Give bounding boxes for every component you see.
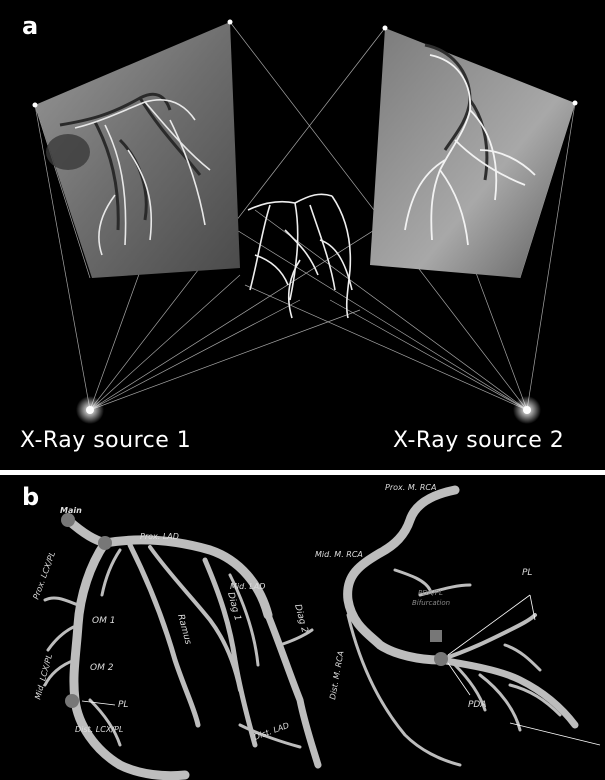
label-pl-right: PL — [522, 568, 532, 578]
label-prox-lcxpl: Prox. LCX/PL — [31, 550, 57, 600]
bifurcation-marker-left — [98, 536, 112, 550]
main-marker — [61, 513, 75, 527]
label-diag2: Diag 2 — [292, 603, 309, 634]
label-prox-mrca: Prox. M. RCA — [385, 483, 436, 492]
label-pdapl: PDA/PL — [418, 589, 443, 597]
xray-source-1 — [76, 396, 104, 424]
left-coronary-tree — [45, 520, 318, 776]
pl-marker-left — [65, 694, 79, 708]
label-mid-lad: Mid. LAD — [230, 582, 265, 591]
panel-b-letter: b — [22, 483, 39, 511]
label-om1: OM 1 — [92, 616, 115, 626]
label-dist-mrca: Dist. M. RCA — [328, 650, 345, 700]
label-bifurcation: Bifurcation — [412, 599, 450, 607]
panel-b-figure: Main Prox. LAD Prox. LCX/PL OM 1 OM 2 Mi… — [0, 475, 605, 780]
xray-source-2 — [513, 396, 541, 424]
xray-source-2-label: X-Ray source 2 — [393, 428, 564, 453]
right-coronary-tree — [348, 490, 575, 765]
label-mid-mrca: Mid. M. RCA — [315, 550, 363, 559]
pdapl-marker — [430, 630, 442, 642]
panel-a-3d-reconstruction: a X-Ray source 1 X-Ray source 2 — [0, 0, 605, 470]
label-dist-lcxpl: Dist. LCX/PL — [75, 725, 123, 734]
panel-b-labeled-tree: Main Prox. LAD Prox. LCX/PL OM 1 OM 2 Mi… — [0, 475, 605, 780]
angiogram-left — [35, 22, 240, 278]
label-prox-lad: Prox. LAD — [140, 532, 179, 541]
angiogram-right — [370, 28, 575, 278]
xray-source-1-label: X-Ray source 1 — [20, 428, 191, 453]
reconstructed-vessel-tree — [248, 194, 352, 318]
panel-a-figure — [0, 0, 605, 470]
label-pda: PDA — [468, 700, 487, 710]
label-om2: OM 2 — [90, 663, 114, 673]
panel-a-letter: a — [22, 12, 38, 40]
label-pl-left: PL — [118, 700, 128, 710]
label-main: Main — [60, 506, 82, 515]
rca-bifurcation-marker — [434, 652, 448, 666]
label-ramus: Ramus — [175, 613, 193, 646]
